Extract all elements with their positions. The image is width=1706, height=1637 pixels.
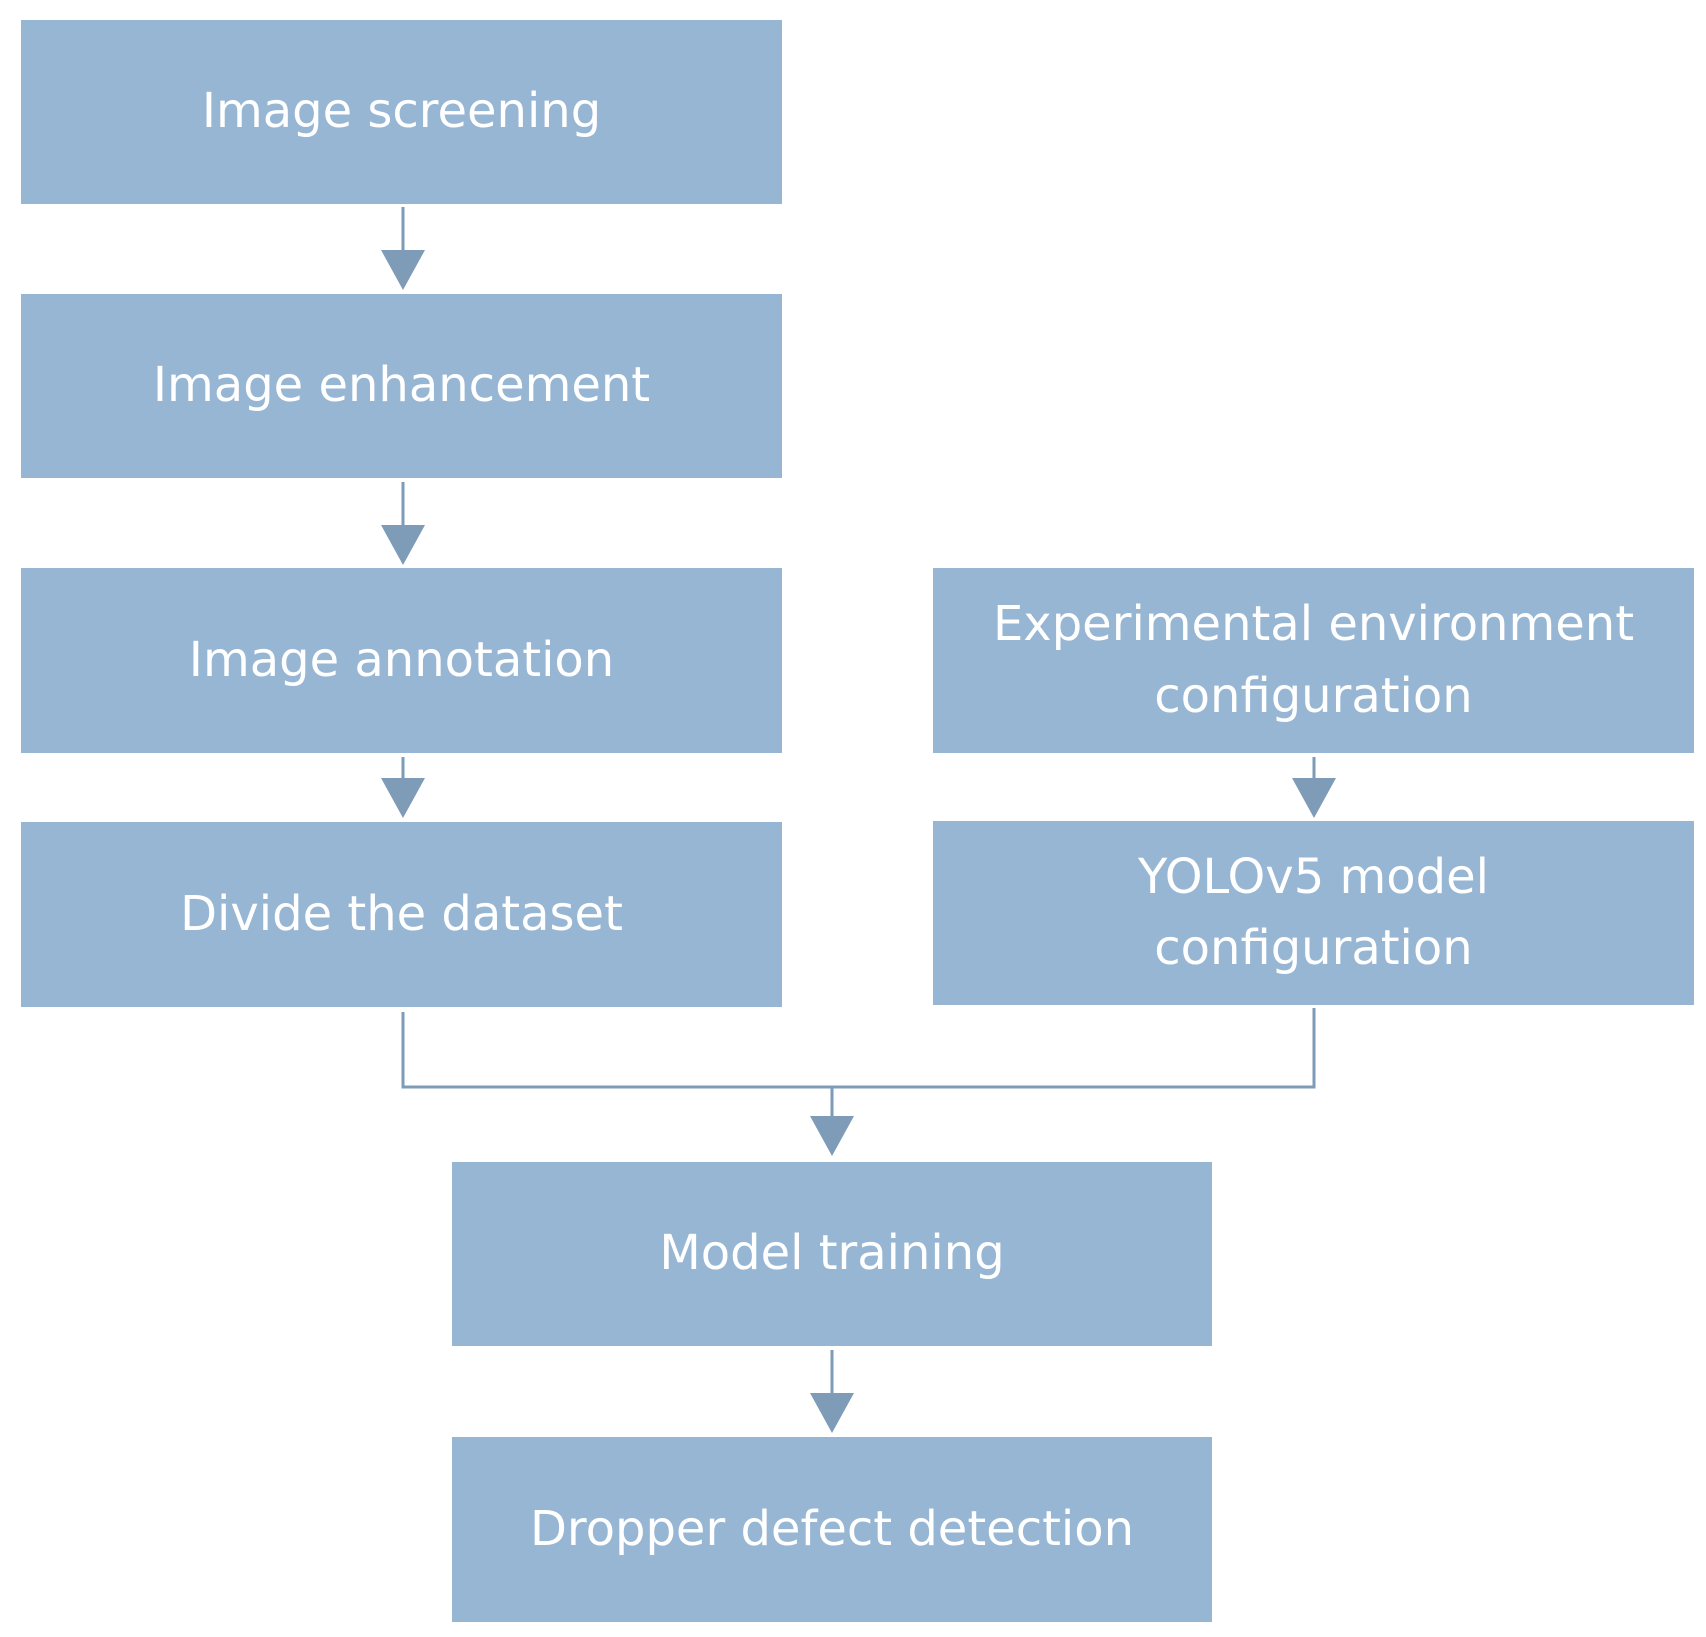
step-image-screening: Image screening <box>21 20 782 204</box>
arrowhead-to-yolov5 <box>1292 778 1336 818</box>
arrowhead-to-training <box>810 1116 854 1156</box>
step-image-enhancement: Image enhancement <box>21 294 782 478</box>
connector-divide-to-merge <box>401 1008 1316 1089</box>
step-label: Dropper defect detection <box>529 1500 1135 1557</box>
step-label: YOLOv5 model configuration <box>1138 848 1489 976</box>
step-dropper-defect-detection: Dropper defect detection <box>452 1437 1212 1622</box>
arrowhead-to-annotation <box>381 525 425 565</box>
step-label: Model training <box>659 1225 1005 1282</box>
step-model-training: Model training <box>452 1162 1212 1346</box>
arrowhead-to-divide <box>381 778 425 818</box>
step-yolov5-model: YOLOv5 model configuration <box>933 821 1694 1005</box>
step-label: Image annotation <box>188 631 615 688</box>
step-label: Image enhancement <box>152 357 651 414</box>
step-experimental-environment: Experimental environment configuration <box>933 568 1694 753</box>
step-divide-dataset: Divide the dataset <box>21 822 782 1007</box>
arrowhead-to-detection <box>810 1393 854 1433</box>
step-label: Divide the dataset <box>180 885 623 942</box>
arrowhead-to-enhancement <box>381 250 425 290</box>
step-label: Image screening <box>201 83 602 140</box>
step-label: Experimental environment configuration <box>992 596 1635 724</box>
step-image-annotation: Image annotation <box>21 568 782 753</box>
